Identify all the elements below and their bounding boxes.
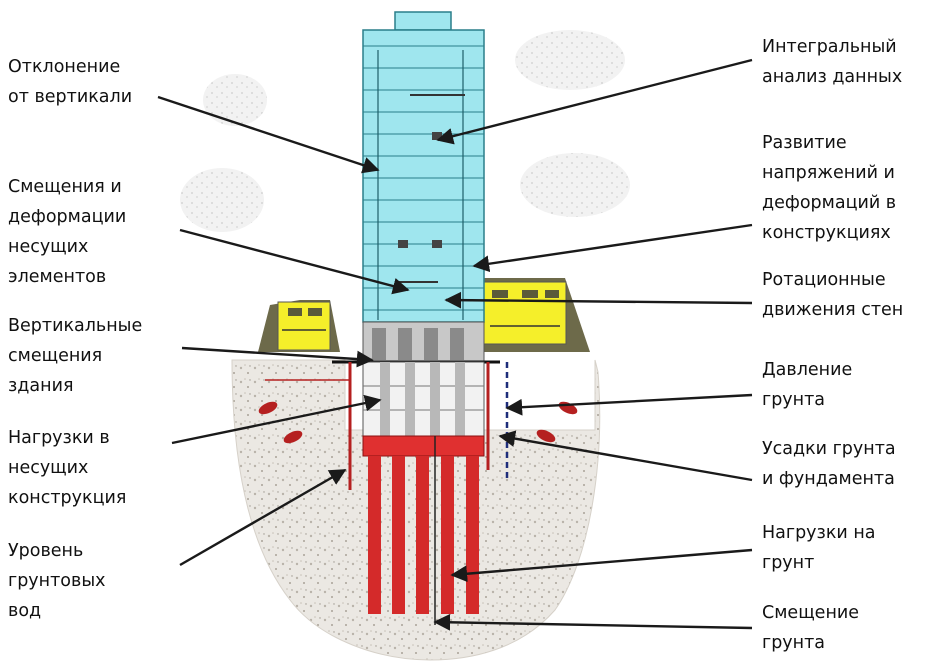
ground-anchor — [536, 429, 556, 443]
label-line: движения стен — [762, 300, 904, 320]
ground-anchor — [283, 430, 303, 444]
label-integral-analysis: Интегральный анализ данных — [762, 32, 902, 92]
label-line: от вертикали — [8, 87, 133, 107]
label-line: Давление — [762, 360, 853, 380]
cloud — [515, 30, 625, 90]
label-line: элементов — [8, 267, 107, 287]
basement — [332, 321, 500, 437]
label-line: грунта — [762, 390, 826, 410]
tower — [362, 11, 485, 323]
label-bearing-deformation: Смещения и деформации несущих элементов — [8, 172, 126, 292]
adjacent-building-left — [258, 300, 340, 352]
label-line: деформации — [8, 207, 127, 227]
arrow-vertical-settlement — [181, 346, 374, 368]
label-line: Нагрузки в — [8, 428, 110, 448]
label-soil-loads: Нагрузки на грунт — [762, 518, 876, 578]
arrow-groundwater-level — [179, 468, 347, 567]
adjacent-building-right — [480, 278, 590, 352]
clouds — [180, 30, 630, 232]
arrow-wall-rotation — [444, 291, 753, 309]
label-vertical-settlement: Вертикальные смещения здания — [8, 311, 142, 401]
label-soil-displacement: Смещение грунта — [762, 598, 859, 658]
ground-anchor — [558, 401, 578, 415]
label-line: Вертикальные — [8, 316, 143, 336]
label-stress-development: Развитие напряжений и деформаций в конст… — [762, 128, 896, 248]
label-line: Отклонение — [8, 57, 121, 77]
label-line: напряжений и — [762, 163, 895, 183]
arrow-stress-development — [472, 223, 753, 273]
label-line: смещения — [8, 346, 103, 366]
label-groundwater-level: Уровень грунтовых вод — [8, 536, 106, 626]
label-line: деформаций в — [762, 193, 897, 213]
label-line: грунтовых — [8, 571, 106, 591]
arrow-soil-displacement — [433, 613, 753, 631]
arrow-integral-analysis — [436, 58, 753, 145]
arrow-soil-foundation-settlement — [498, 430, 753, 482]
pile — [441, 456, 454, 614]
sensor — [398, 240, 408, 248]
arrow-soil-loads — [450, 548, 753, 583]
cloud — [520, 153, 630, 217]
label-line: здания — [8, 376, 74, 396]
leader-arrows — [157, 58, 753, 631]
pile-cap — [362, 435, 485, 457]
label-line: Усадки грунта — [762, 439, 896, 459]
label-line: анализ данных — [762, 67, 903, 87]
label-line: Нагрузки на — [762, 523, 876, 543]
arrow-earth-pressure — [505, 393, 753, 416]
tower-floor-lines — [363, 45, 484, 311]
label-wall-rotation: Ротационные движения стен — [762, 265, 903, 325]
pile — [392, 456, 405, 614]
cloud — [203, 74, 267, 126]
label-line: Смещение — [762, 603, 860, 623]
pile — [368, 456, 381, 614]
label-earth-pressure: Давление грунта — [762, 355, 852, 415]
arrow-structure-loads — [171, 394, 382, 445]
pile — [416, 456, 429, 614]
sensor — [432, 240, 442, 248]
ground-anchor — [258, 401, 278, 415]
label-line: Смещения и — [8, 177, 122, 197]
label-line: Развитие — [762, 133, 847, 153]
label-line: конструкциях — [762, 223, 891, 243]
label-line: грунта — [762, 633, 826, 653]
cloud — [180, 168, 264, 232]
label-soil-foundation-settlement: Усадки грунта и фундамента — [762, 434, 896, 494]
label-line: Уровень — [8, 541, 84, 561]
label-line: Интегральный — [762, 37, 897, 57]
arrow-bearing-deformation — [179, 228, 410, 295]
label-verticality: Отклонение от вертикали — [8, 52, 132, 112]
label-line: несущих — [8, 237, 89, 257]
pile — [466, 456, 479, 614]
label-structure-loads: Нагрузки в несущих конструкция — [8, 423, 126, 513]
label-line: Ротационные — [762, 270, 886, 290]
label-line: вод — [8, 601, 42, 621]
label-line: конструкция — [8, 488, 127, 508]
arrow-verticality — [157, 95, 380, 174]
label-line: и фундамента — [762, 469, 895, 489]
label-line: грунт — [762, 553, 815, 573]
label-line: несущих — [8, 458, 89, 478]
retaining-walls — [258, 362, 578, 490]
